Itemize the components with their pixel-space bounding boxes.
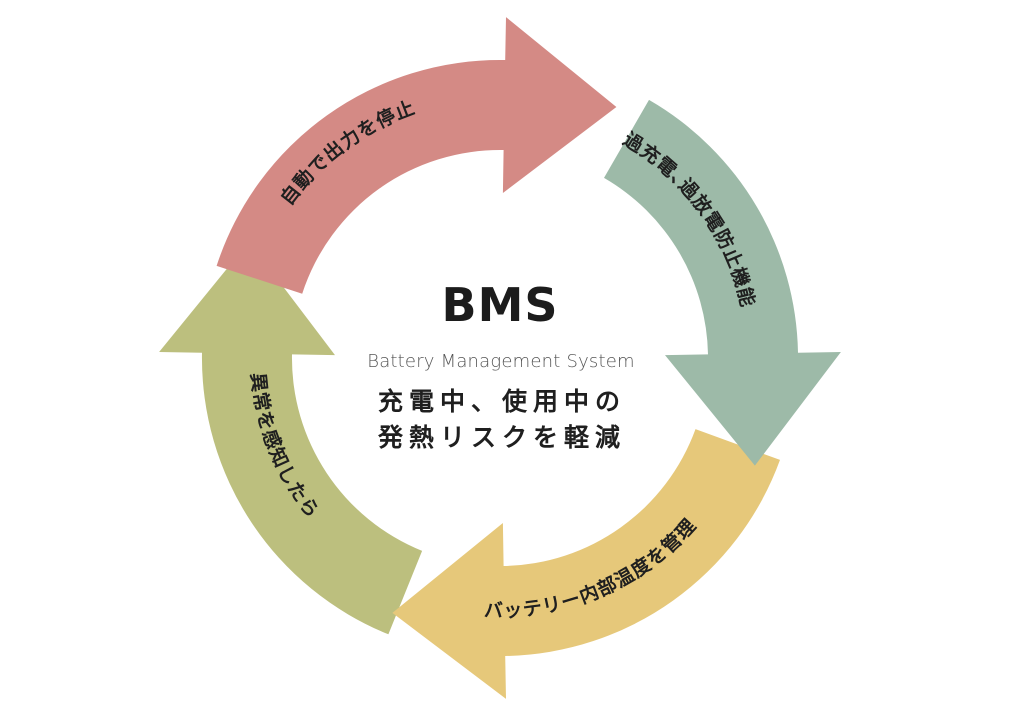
center-subtitle: Battery Management System [367,351,635,372]
cycle-arrow-protect [604,99,841,466]
cycle-arrow-temperature [392,429,780,699]
description-line-2: 発熱リスクを軽減 [377,423,626,452]
cycle-arrow-detect [159,241,423,635]
center-title: BMS [441,278,559,332]
center-description: 充電中、使用中の 発熱リスクを軽減 [0,384,1004,456]
description-line-1: 充電中、使用中の [377,387,626,416]
cycle-arrow-stop [216,17,617,294]
